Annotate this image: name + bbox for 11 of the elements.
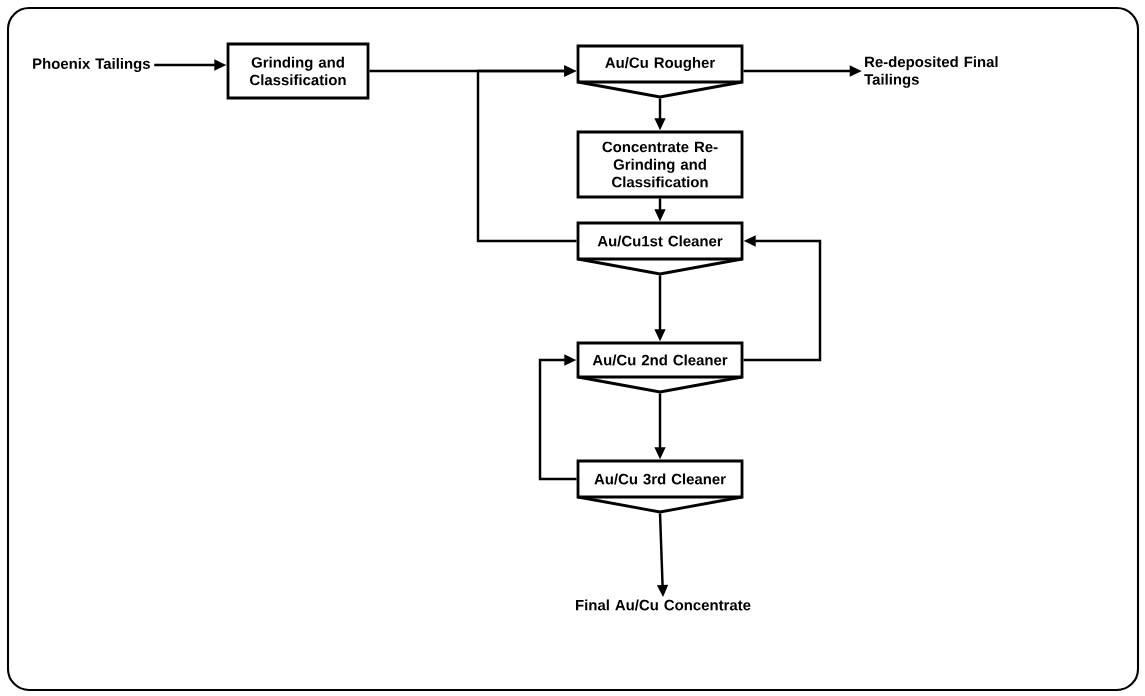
flotation-cell: Au/Cu Rougher [576, 44, 744, 99]
stream-label: Final Au/Cu Concentrate [576, 599, 751, 611]
stream-label: Re-deposited Final Tailings [864, 56, 998, 88]
flotation-cell: Au/Cu1st Cleaner [576, 221, 744, 276]
arrow [538, 354, 577, 481]
flotation-cell: Au/Cu 2nd Cleaner [576, 341, 744, 394]
arrow [476, 65, 577, 243]
stream-label: Phoenix Tailings [33, 58, 150, 72]
process-box: Grinding and Classification [226, 42, 370, 100]
process-box: Concentrate Re-Grinding and Classification [576, 130, 744, 199]
flotation-cell: Au/Cu 3rd Cleaner [576, 459, 744, 514]
